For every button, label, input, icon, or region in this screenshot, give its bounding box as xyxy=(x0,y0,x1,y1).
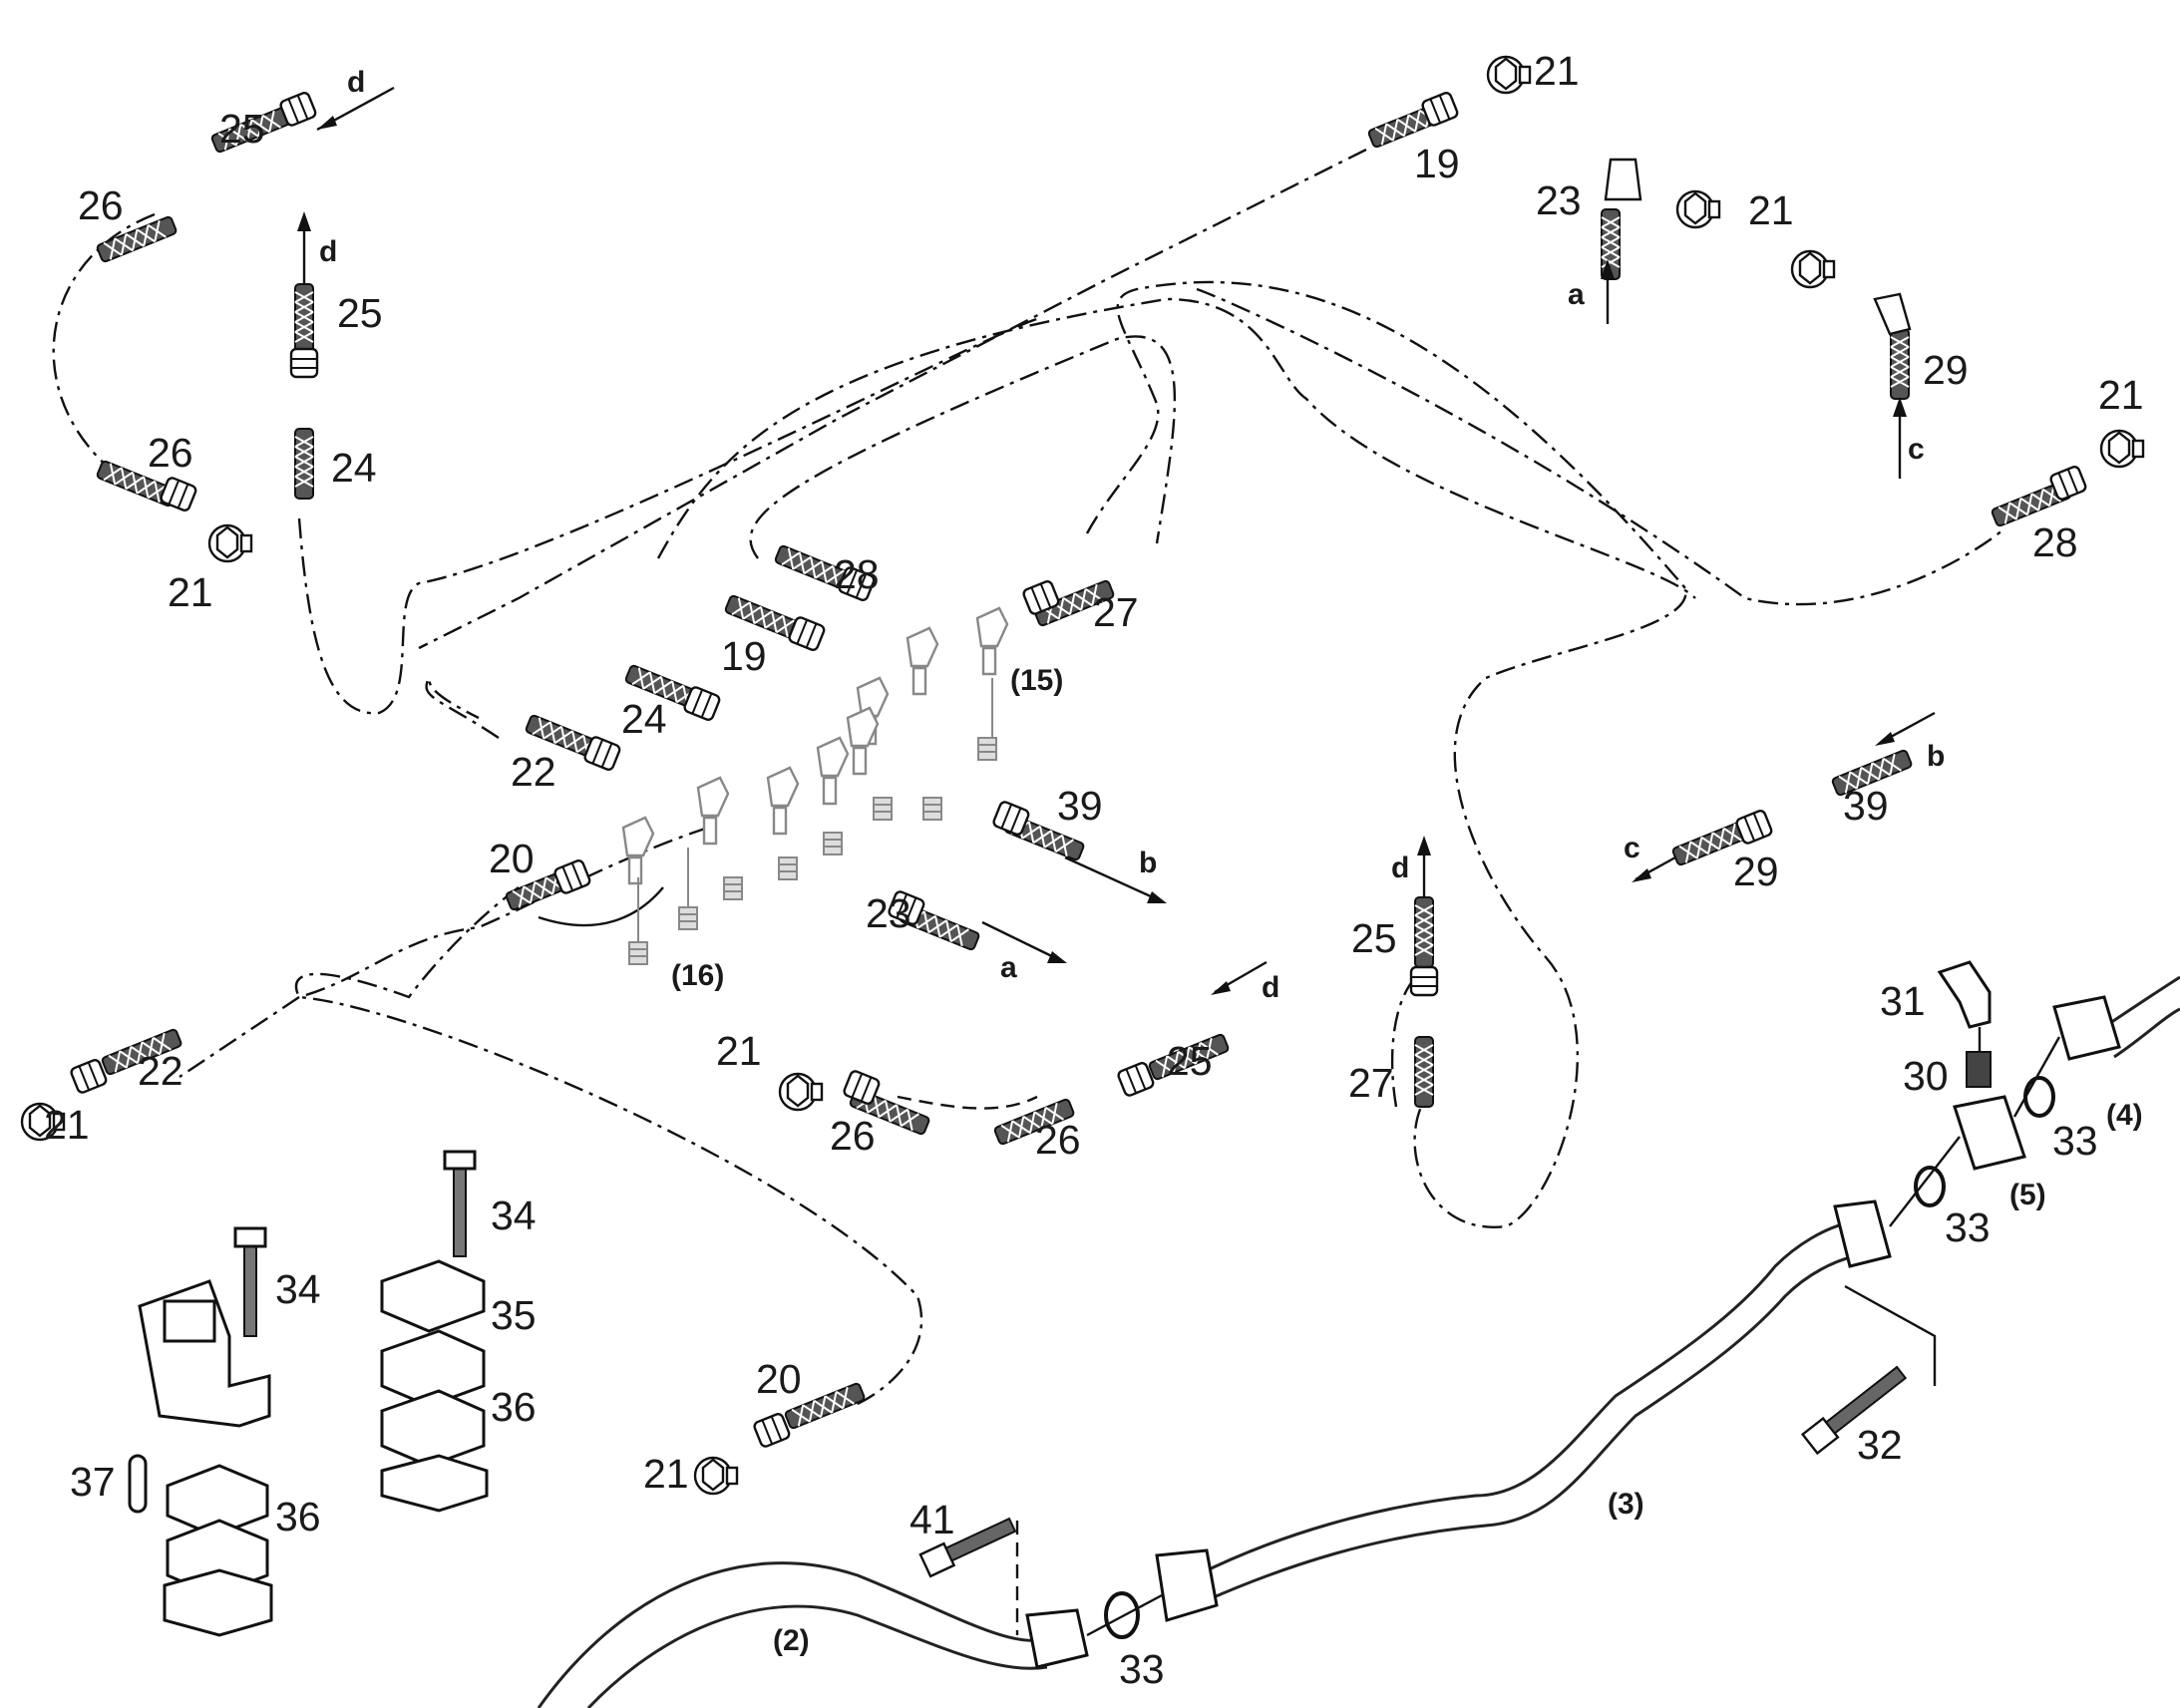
o-ring-33-lower xyxy=(1104,1591,1140,1639)
adapter-30 xyxy=(1966,1051,1992,1088)
callout-30: 30 xyxy=(1903,1053,1949,1099)
ref-16: (16) xyxy=(671,959,724,992)
callout-21: 21 xyxy=(1748,187,1794,233)
flow-c: c xyxy=(1624,832,1640,864)
callout-34: 34 xyxy=(491,1193,537,1238)
flow-d: d xyxy=(1391,852,1409,884)
flange-3-upper xyxy=(1833,1199,1892,1268)
callout-23: 23 xyxy=(866,890,911,936)
o-ring-33-mid xyxy=(1914,1166,1946,1207)
callout-21: 21 xyxy=(44,1102,90,1148)
callout-25: 25 xyxy=(219,106,265,152)
callout-39: 39 xyxy=(1843,783,1889,829)
callout-29: 29 xyxy=(1923,347,1969,393)
callout-20: 20 xyxy=(756,1356,802,1402)
callout-19: 19 xyxy=(1414,141,1460,186)
flange-2 xyxy=(1025,1608,1089,1669)
flow-b: b xyxy=(1139,847,1157,879)
callout-21: 21 xyxy=(1534,48,1580,94)
o-ring-33-upper xyxy=(2023,1076,2055,1118)
callout-32: 32 xyxy=(1857,1422,1903,1468)
callout-31: 31 xyxy=(1880,978,1926,1024)
callout-25: 25 xyxy=(1351,915,1397,961)
callout-21: 21 xyxy=(2098,372,2144,418)
callout-21: 21 xyxy=(716,1028,762,1074)
elbow-31 xyxy=(1937,960,1992,1029)
callout-22: 22 xyxy=(138,1048,183,1094)
callout-33: 33 xyxy=(1945,1204,1991,1250)
flow-d: d xyxy=(1262,971,1279,1004)
ref-15: (15) xyxy=(1010,664,1063,697)
callout-28: 28 xyxy=(834,551,880,597)
callout-25: 25 xyxy=(337,290,383,336)
clamp-assembly-right xyxy=(380,1150,489,1513)
hose-routing-lines xyxy=(52,148,2005,1408)
callout-21: 21 xyxy=(168,569,213,615)
callout-33: 33 xyxy=(2052,1118,2098,1164)
flange-3-lower xyxy=(1155,1548,1219,1622)
callout-34: 34 xyxy=(275,1266,321,1312)
flow-d: d xyxy=(347,66,365,99)
flow-b: b xyxy=(1927,740,1945,773)
ref-3: (3) xyxy=(1608,1488,1644,1521)
callout-26: 26 xyxy=(78,182,124,228)
callout-29: 29 xyxy=(1733,849,1779,894)
callout-19: 19 xyxy=(721,633,767,679)
callout-22: 22 xyxy=(511,749,556,795)
bolt-32 xyxy=(1800,1365,1908,1456)
callout-23: 23 xyxy=(1536,177,1582,223)
flow-a: a xyxy=(1000,951,1017,984)
hose-fittings xyxy=(20,55,2145,1496)
callout-21: 21 xyxy=(643,1451,689,1497)
clamp-assembly-left xyxy=(128,1226,273,1637)
callout-24: 24 xyxy=(331,445,377,491)
flange-4 xyxy=(2052,995,2121,1061)
flow-arrows xyxy=(297,86,1936,995)
flow-c: c xyxy=(1908,433,1925,466)
ref-5: (5) xyxy=(2009,1179,2046,1211)
callout-39: 39 xyxy=(1057,783,1103,829)
callout-36: 36 xyxy=(275,1494,321,1539)
callout-28: 28 xyxy=(2032,519,2078,565)
callout-41: 41 xyxy=(909,1497,955,1542)
flow-letters: d d d d a a b b c c xyxy=(319,66,1945,1004)
ref-2: (2) xyxy=(773,1624,810,1657)
flow-d: d xyxy=(319,235,337,268)
main-pipework xyxy=(537,960,2180,1708)
bolt-41 xyxy=(918,1517,1017,1578)
flange-5 xyxy=(1953,1095,2026,1171)
callout-37: 37 xyxy=(70,1459,116,1505)
callout-25: 25 xyxy=(1167,1038,1213,1084)
flow-a: a xyxy=(1568,278,1585,311)
callout-20: 20 xyxy=(489,836,535,881)
callout-26: 26 xyxy=(148,430,193,476)
callout-26: 26 xyxy=(830,1113,876,1159)
callout-35: 35 xyxy=(491,1292,537,1338)
callout-27: 27 xyxy=(1348,1060,1394,1106)
callout-36: 36 xyxy=(491,1384,537,1430)
callout-26: 26 xyxy=(1035,1117,1081,1163)
reference-labels: (15) (16) (4) (5) (3) (2) xyxy=(671,664,2143,1657)
pin-37 xyxy=(128,1454,148,1514)
ref-4: (4) xyxy=(2106,1099,2143,1132)
callout-27: 27 xyxy=(1093,589,1139,635)
callout-24: 24 xyxy=(621,696,667,742)
callout-labels: 21 19 23 21 29 21 28 25 26 25 24 26 21 2… xyxy=(44,48,2144,1692)
callout-33: 33 xyxy=(1119,1646,1165,1692)
